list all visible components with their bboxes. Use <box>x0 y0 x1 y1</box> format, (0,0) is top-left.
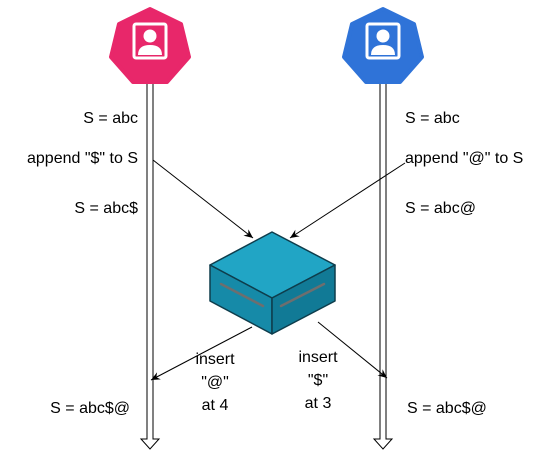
op-to-right-line3: at 3 <box>304 395 332 412</box>
server-to-right-arrow <box>317 321 388 379</box>
right-local-state: S = abc@ <box>405 200 476 217</box>
right-final-state: S = abc$@ <box>407 400 487 417</box>
server-icon <box>209 231 336 335</box>
op-to-right-line2: "$" <box>307 372 329 389</box>
op-to-right-line1: insert <box>298 349 338 366</box>
left-to-server-arrow <box>152 159 254 239</box>
op-to-left-line3: at 4 <box>201 397 229 414</box>
right-operation: append "@" to S <box>405 150 524 167</box>
left-user-icon <box>109 7 191 84</box>
left-final-state: S = abc$@ <box>50 400 130 417</box>
right-to-server-arrow <box>289 162 406 239</box>
right-initial-state: S = abc <box>405 110 460 127</box>
left-operation: append "$" to S <box>27 150 138 167</box>
server-to-left-arrow <box>150 326 253 381</box>
op-to-left-line2: "@" <box>201 374 229 391</box>
left-timeline <box>139 77 161 450</box>
op-to-left-line1: insert <box>195 351 235 368</box>
right-timeline <box>372 77 394 450</box>
right-user-icon <box>342 7 424 84</box>
left-local-state: S = abc$ <box>74 200 138 217</box>
left-initial-state: S = abc <box>83 110 138 127</box>
